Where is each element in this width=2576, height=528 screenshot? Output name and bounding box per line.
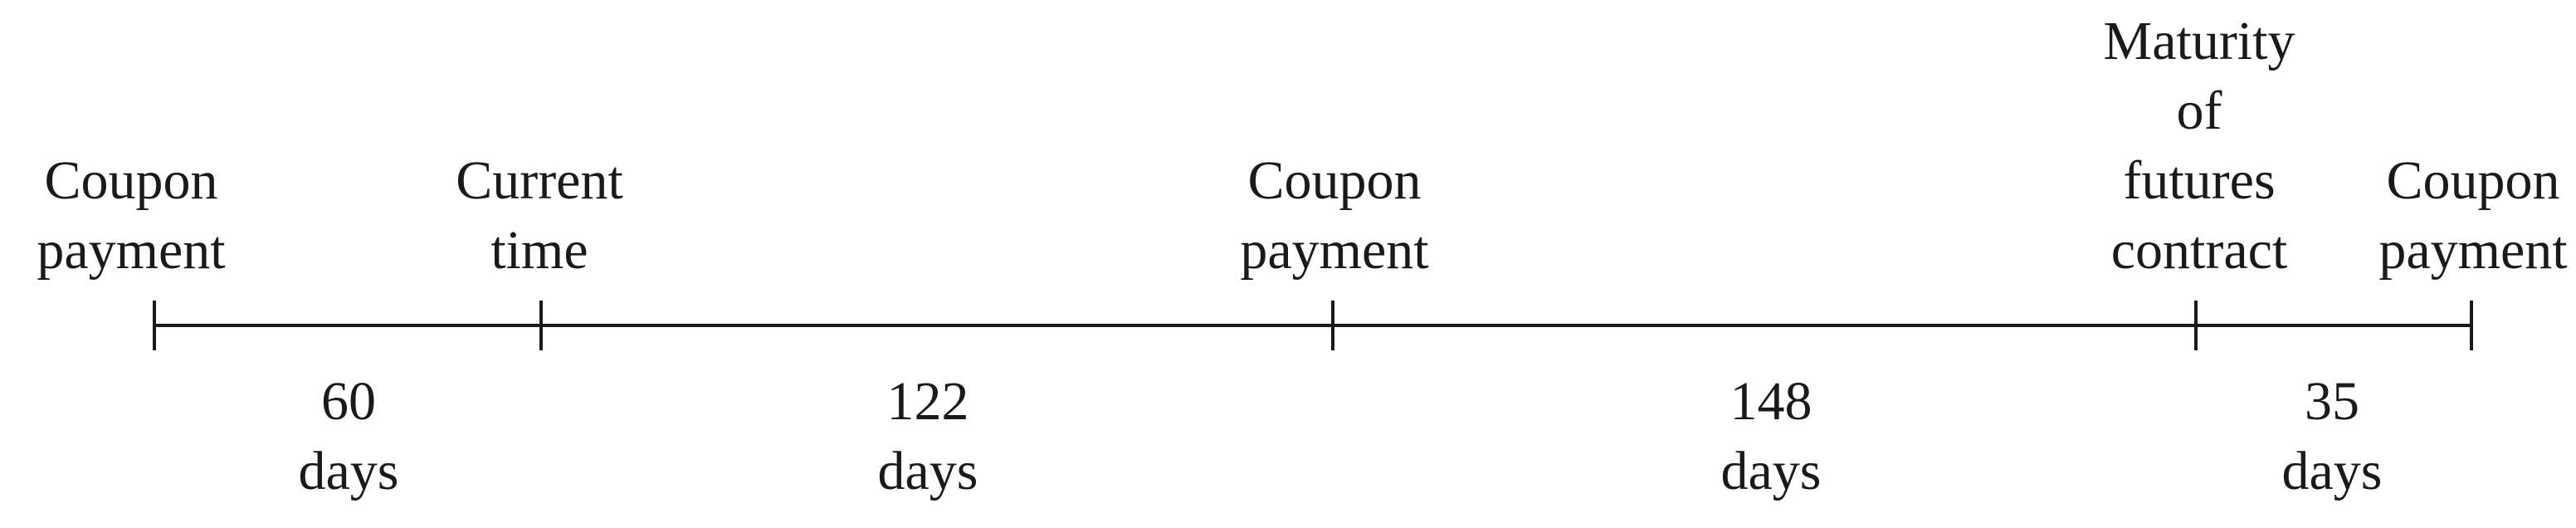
event-label-line: Current <box>456 150 623 211</box>
event-label-current-time: Current time <box>456 146 623 286</box>
interval-value: 60 <box>320 371 376 432</box>
interval-label: 35 days <box>2282 367 2383 506</box>
interval-label: 122 days <box>878 367 978 506</box>
event-label-line: payment <box>2378 220 2568 281</box>
event-label-line: contract <box>2110 220 2288 281</box>
event-label-line: payment <box>1240 220 1429 281</box>
event-label-line: Coupon <box>1247 150 1422 211</box>
interval-unit: days <box>1720 441 1822 501</box>
event-label-coupon-payment: Coupon payment <box>37 146 225 286</box>
event-label-coupon-payment: Coupon payment <box>1240 146 1428 286</box>
event-label-coupon-payment: Coupon payment <box>2378 146 2567 286</box>
interval-value: 35 <box>2304 371 2359 432</box>
event-label-line: time <box>490 220 588 281</box>
event-label-futures-maturity: Maturity of futures contract <box>2104 7 2295 286</box>
interval-value: 122 <box>886 371 969 432</box>
event-label-line: Maturity <box>2103 11 2295 71</box>
interval-unit: days <box>2281 441 2383 501</box>
event-label-line: futures <box>2123 150 2276 211</box>
interval-value: 148 <box>1730 371 1812 432</box>
interval-label: 60 days <box>299 367 399 506</box>
event-label-line: Coupon <box>2386 150 2560 211</box>
interval-label: 148 days <box>1721 367 1822 506</box>
event-label-line: payment <box>37 220 226 281</box>
event-label-line: of <box>2176 81 2222 141</box>
event-label-line: Coupon <box>44 150 218 211</box>
interval-unit: days <box>298 441 399 501</box>
interval-unit: days <box>877 441 978 501</box>
